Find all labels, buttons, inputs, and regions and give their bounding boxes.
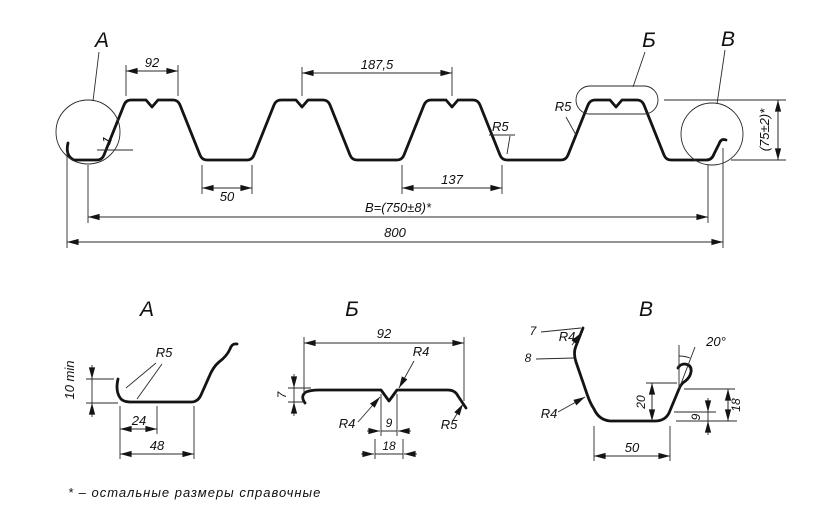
detail-v-radius-bottom-leader [557, 396, 586, 413]
dim-pitch-label: 187,5 [361, 57, 394, 72]
dim-rib-spacing-label: 137 [441, 172, 463, 187]
dim-cover-width-label: B=(750±8)* [365, 200, 432, 215]
detail-a-24-label: 24 [131, 413, 146, 428]
detail-a-radius-label: R5 [156, 345, 173, 360]
detail-v-view: В 7 8 R4 R4 20° 20 9 18 50 [525, 298, 743, 461]
detail-b-radius-top-leader [398, 360, 415, 389]
detail-b-ext-18 [374, 439, 404, 459]
ext-lines-height [664, 99, 786, 161]
detail-b-title: Б [345, 298, 359, 321]
ext-lines-cover-width [87, 165, 709, 223]
dim-valley-width-label: 50 [220, 189, 235, 204]
callout-letter-b: Б [642, 29, 656, 52]
dim-crown-width-label: 92 [145, 55, 160, 70]
detail-b-ext-92 [303, 337, 465, 401]
detail-a-48-label: 48 [150, 438, 165, 453]
detail-v-8-leader [535, 357, 575, 360]
detail-v-title: В [639, 298, 653, 321]
main-profile-view: А Б В 92 187,5 50 137 B=(750±8)* 800 (75… [55, 28, 786, 248]
detail-b-ext-9 [380, 394, 398, 436]
detail-b-radius-bottom-label: R4 [339, 416, 356, 431]
radius-crown-leader [565, 116, 577, 136]
ext-lines-50 [201, 165, 253, 194]
detail-b-outline [301, 388, 468, 410]
ext-lines-137 [401, 165, 503, 194]
detail-v-angle-label: 20° [705, 334, 726, 349]
detail-a-lip-height-label: 10 min [62, 360, 77, 399]
radius-valley-leader [489, 134, 515, 155]
ext-lines-92 [125, 65, 179, 96]
detail-a-title: А [138, 298, 154, 321]
detail-b-radius-right-label: R5 [441, 417, 458, 432]
ext-lines-187 [301, 67, 453, 96]
detail-a-view: А 10 min R5 24 48 [62, 298, 239, 459]
detail-v-radius-top-label: R4 [559, 329, 576, 344]
detail-v-7-label: 7 [530, 324, 538, 338]
detail-v-lip-height-label: 20 [634, 395, 648, 410]
detail-v-ext-9 [674, 411, 737, 422]
callout-letter-v: В [721, 28, 735, 51]
detail-callout-circle-v [680, 102, 744, 166]
detail-b-radius-right-leader [451, 403, 464, 423]
detail-b-width-label: 92 [377, 326, 392, 341]
detail-a-radius-leaders [125, 362, 163, 400]
callout-letter-a: А [93, 29, 109, 52]
dim-thickness-label: 1 [98, 134, 115, 146]
detail-v-18-label: 18 [729, 398, 743, 412]
callout-leader-lines [92, 49, 726, 105]
radius-crown-label: R5 [555, 99, 572, 114]
detail-b-edge-drop-label: 7 [275, 390, 289, 398]
main-profile-outline [65, 98, 728, 162]
detail-b-radius-top-label: R4 [413, 344, 430, 359]
detail-b-view: Б 92 R4 R4 9 18 R5 7 [275, 298, 468, 459]
detail-v-radius-top-leader [571, 332, 582, 346]
detail-a-outline [115, 342, 239, 404]
detail-v-radius-bottom-label: R4 [541, 406, 558, 421]
detail-b-ext-7 [288, 387, 311, 403]
radius-valley-label: R5 [492, 119, 509, 134]
detail-v-outline [573, 326, 693, 423]
detail-v-bottom-width-label: 50 [625, 440, 640, 455]
detail-v-9-label: 9 [689, 413, 703, 420]
detail-v-7-leader [540, 327, 582, 333]
ext-lines-total-width [66, 148, 724, 248]
detail-b-groove-outer-label: 18 [382, 439, 396, 453]
dim-total-width-label: 800 [384, 225, 406, 240]
detail-callout-frame-b [575, 85, 659, 115]
detail-callout-circle-a [55, 99, 121, 165]
dim-height-label: (75±2)* [757, 108, 772, 151]
detail-b-radius-bottom-leader [357, 396, 381, 423]
detail-a-ext-lip [86, 378, 118, 404]
detail-v-ext-50 [593, 426, 671, 461]
footnote: * – остальные размеры справочные [68, 485, 321, 500]
detail-v-8-label: 8 [525, 351, 532, 365]
detail-v-angle-lines [678, 345, 696, 390]
detail-b-groove-width-label: 9 [386, 416, 393, 430]
